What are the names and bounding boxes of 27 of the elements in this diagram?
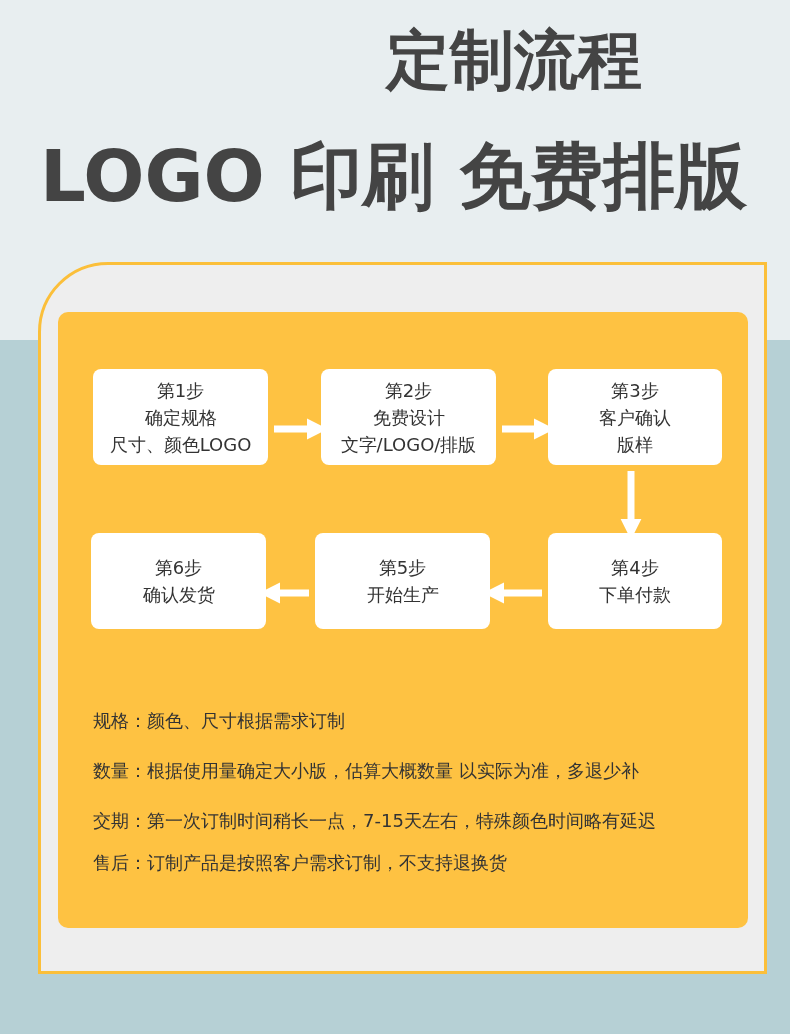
step-number: 第6步 [154, 556, 203, 579]
step-text: 免费设计 [372, 405, 445, 429]
step-box [321, 369, 496, 465]
title: 定制流程 [386, 22, 642, 99]
step-number: 第2步 [384, 378, 433, 402]
note-text: 规格：颜色、尺寸根据需求订制 [93, 709, 345, 733]
step-text: 文字/LOGO/排版 [340, 432, 477, 456]
step-number: 第1步 [156, 378, 205, 402]
note-text: 交期：第一次订制时间稍长一点，7-15天左右，特殊颜色时间略有延迟 [93, 809, 656, 833]
step-number: 第4步 [611, 556, 659, 579]
step-box [315, 533, 490, 629]
step-text: 确定规格 [144, 405, 217, 429]
step-text: 确认发货 [142, 583, 215, 606]
step-text: 尺寸、颜色LOGO [109, 432, 252, 456]
step-box [548, 369, 722, 465]
step-box [548, 533, 722, 629]
step-text: 开始生产 [366, 583, 439, 606]
note-text: 数量：根据使用量确定大小版，估算大概数量 以实际为准，多退少补 [93, 759, 639, 783]
step-number: 第3步 [611, 378, 659, 402]
step-text: 客户确认 [599, 405, 671, 429]
step-text: 版样 [617, 432, 653, 456]
step-text: 下单付款 [599, 583, 671, 606]
step-box [93, 369, 268, 465]
step-box [91, 533, 266, 629]
note-text: 售后：订制产品是按照客户需求订制，不支持退换货 [93, 851, 507, 875]
step-number: 第5步 [378, 556, 427, 579]
subtitle: LOGO 印刷 免费排版 [40, 133, 747, 220]
